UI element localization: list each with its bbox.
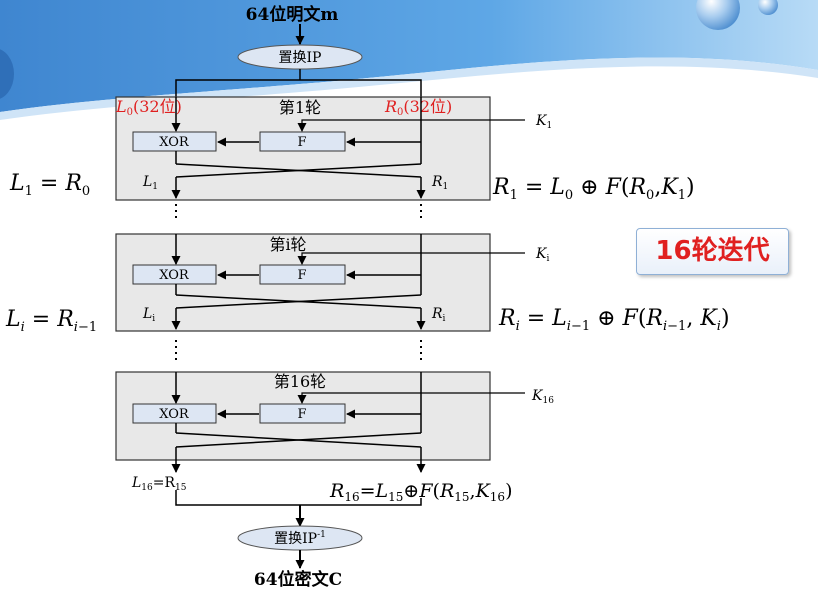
- output-label: 64位密文C: [254, 569, 342, 590]
- round-1-eq-left: L1 = R0: [9, 171, 90, 199]
- input-label: 64位明文m: [246, 4, 339, 25]
- round-i-block: 第i轮 XOR F Li Ri: [115, 233, 525, 332]
- round-i-f-label: F: [297, 268, 306, 283]
- round-i-eq-right: Ri = Li−1 ⊕ F(Ri−1, Ki): [498, 306, 730, 334]
- round-1-f-box: [259, 131, 346, 152]
- split-line: [175, 79, 422, 97]
- round-1-right-in: R0(32位): [384, 97, 452, 118]
- round-16-title: 第16轮: [274, 372, 326, 391]
- round-1-key: K1: [535, 113, 552, 131]
- round-16-f-box: [259, 403, 346, 424]
- round-1-block: 第1轮 L0(32位) R0(32位) XOR F L1 R1: [115, 96, 525, 201]
- round-16-xor-label: XOR: [159, 407, 190, 422]
- round-16-block: 第16轮 XOR F: [115, 371, 525, 461]
- round-i-f-box: [259, 264, 346, 285]
- round-16-xor-box: [132, 403, 217, 424]
- round-i-right-out: Ri: [431, 306, 446, 324]
- merge-line: [175, 490, 422, 506]
- round-1-xor-label: XOR: [159, 135, 190, 150]
- round-i-xor-box: [132, 264, 217, 285]
- round-16-left-out: L16=R15: [131, 475, 187, 493]
- round-16-eq-right: R16=L15⊕F(R15,K16): [329, 480, 513, 504]
- round-16-f-label: F: [297, 407, 306, 422]
- round-1-eq-right: R1 = L0 ⊕ F(R0,K1): [492, 175, 695, 203]
- round-1-title: 第1轮: [279, 98, 321, 117]
- round-1-xor-box: [132, 131, 217, 152]
- rounds-badge: 16轮迭代: [636, 228, 789, 275]
- round-i-key: Ki: [535, 246, 549, 264]
- round-1-left-out: L1: [142, 174, 158, 192]
- round-i-xor-label: XOR: [159, 268, 190, 283]
- background-wave: [0, 0, 818, 120]
- permute-ip-label: 置换IP: [279, 49, 322, 66]
- round-i-title: 第i轮: [269, 235, 306, 254]
- round-1-right-out: R1: [431, 174, 448, 192]
- permute-ip-inv-label: 置换IP-1: [274, 530, 326, 547]
- round-1-left-in: L0(32位): [115, 97, 182, 118]
- round-16-key: K16: [531, 388, 554, 406]
- round-i-eq-left: Li = Ri−1: [5, 307, 97, 335]
- round-i-left-out: Li: [142, 306, 155, 324]
- round-1-f-label: F: [297, 135, 306, 150]
